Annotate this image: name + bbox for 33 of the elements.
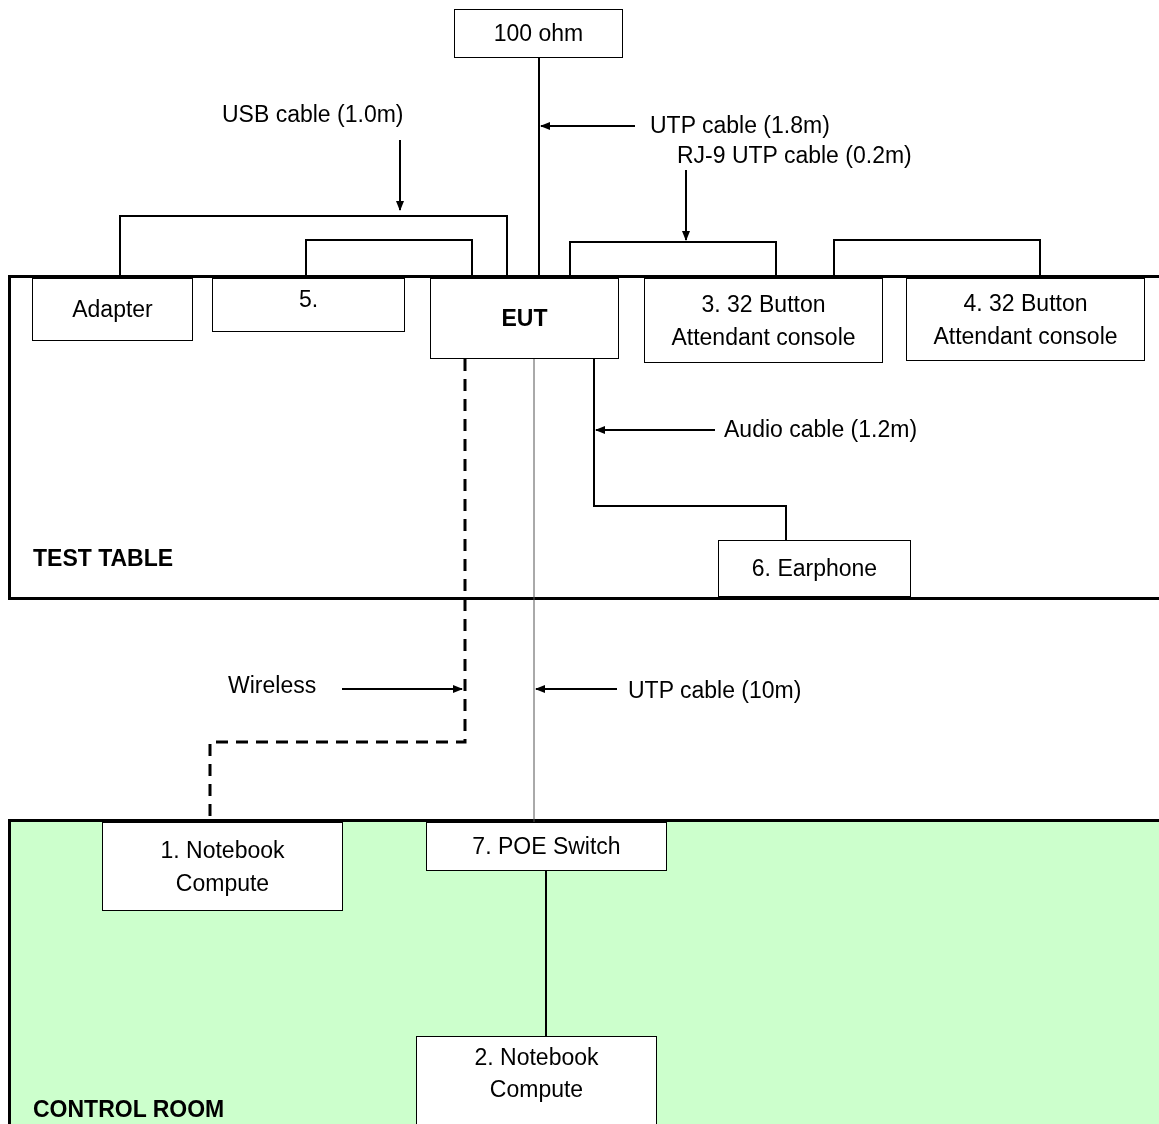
- node-label: 6. Earphone: [751, 554, 878, 584]
- node-label: 7. POE Switch: [472, 832, 621, 862]
- node-label: Adapter: [72, 295, 153, 325]
- device-box: [906, 278, 1145, 361]
- node-label: EUT: [501, 304, 548, 334]
- edge-label: UTP cable (10m): [628, 677, 802, 704]
- edge-label: Audio cable (1.2m): [724, 416, 918, 443]
- edge-label: Wireless: [228, 672, 317, 699]
- area-title: TEST TABLE: [33, 544, 174, 573]
- node-label: 1. Notebook Compute: [159, 836, 286, 898]
- device-box: [32, 278, 193, 341]
- computer-box: [102, 822, 343, 911]
- edge-label: UTP cable (1.8m): [650, 112, 830, 139]
- computer-box: [416, 1036, 657, 1124]
- test-table-area: [8, 275, 1159, 600]
- control-room-area: [8, 819, 1159, 1124]
- node-label: 3. 32 Button Attendant console: [670, 290, 857, 352]
- edge-label: USB cable (1.0m): [222, 101, 404, 128]
- node-label: 4. 32 Button Attendant console: [932, 289, 1119, 351]
- node-label: 100 ohm: [493, 19, 584, 49]
- cable-line: [593, 358, 787, 541]
- device-box: [644, 278, 883, 363]
- cable-line: [533, 358, 535, 823]
- switch-box: [426, 822, 667, 871]
- area-title: CONTROL ROOM: [33, 1095, 225, 1124]
- device-box: [718, 540, 911, 597]
- cable-line: [545, 870, 547, 1037]
- resistor-box: [454, 9, 623, 58]
- node-label: 2. Notebook Compute: [473, 1043, 600, 1105]
- eut-box: [430, 278, 619, 359]
- node-label: 5.: [298, 285, 319, 314]
- edge-label: RJ-9 UTP cable (0.2m): [677, 142, 912, 169]
- device-box: [212, 278, 405, 332]
